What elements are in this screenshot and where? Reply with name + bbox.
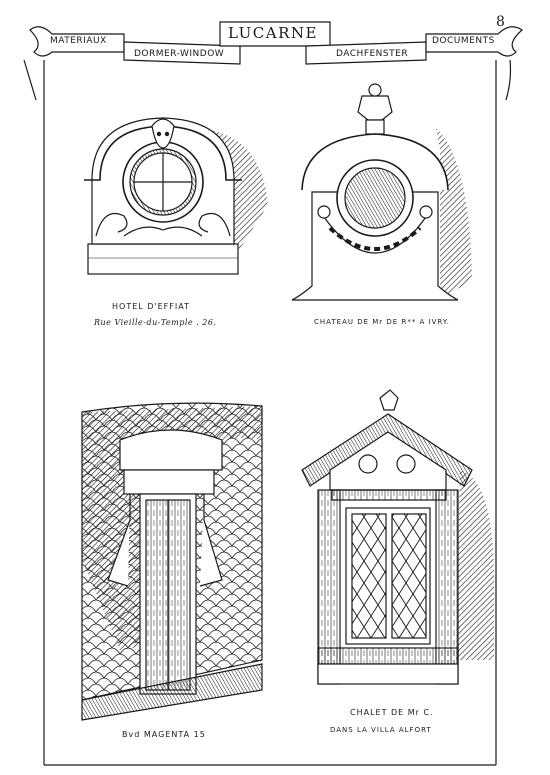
page-number: 8	[496, 14, 505, 30]
caption-4-line2: DANS LA VILLA ALFORT	[330, 726, 432, 734]
figure-bvd-magenta	[81, 402, 263, 721]
caption-3-line1: Bvd MAGENTA 15	[122, 730, 206, 739]
header-ribbons	[23, 21, 523, 101]
caption-1-line2: Rue Vieille-du-Temple . 26.	[94, 318, 217, 327]
caption-1-line1: HOTEL D'EFFIAT	[112, 302, 190, 311]
caption-4-line1: CHALET DE Mr C.	[350, 708, 434, 717]
banner-documents: DOCUMENTS	[432, 36, 495, 46]
plate-title: LUCARNE	[228, 24, 318, 42]
banner-materiaux: MATERIAUX	[50, 36, 107, 46]
figure-hotel-effiat	[84, 117, 268, 275]
caption-2-line1: CHATEAU DE Mr DE R** A IVRY.	[314, 318, 450, 326]
figure-chalet	[301, 389, 494, 685]
banner-dachfenster: DACHFENSTER	[336, 49, 409, 59]
page-frame	[43, 60, 497, 766]
figure-chateau-ivry	[291, 83, 472, 301]
banner-dormer-window: DORMER-WINDOW	[134, 49, 225, 59]
